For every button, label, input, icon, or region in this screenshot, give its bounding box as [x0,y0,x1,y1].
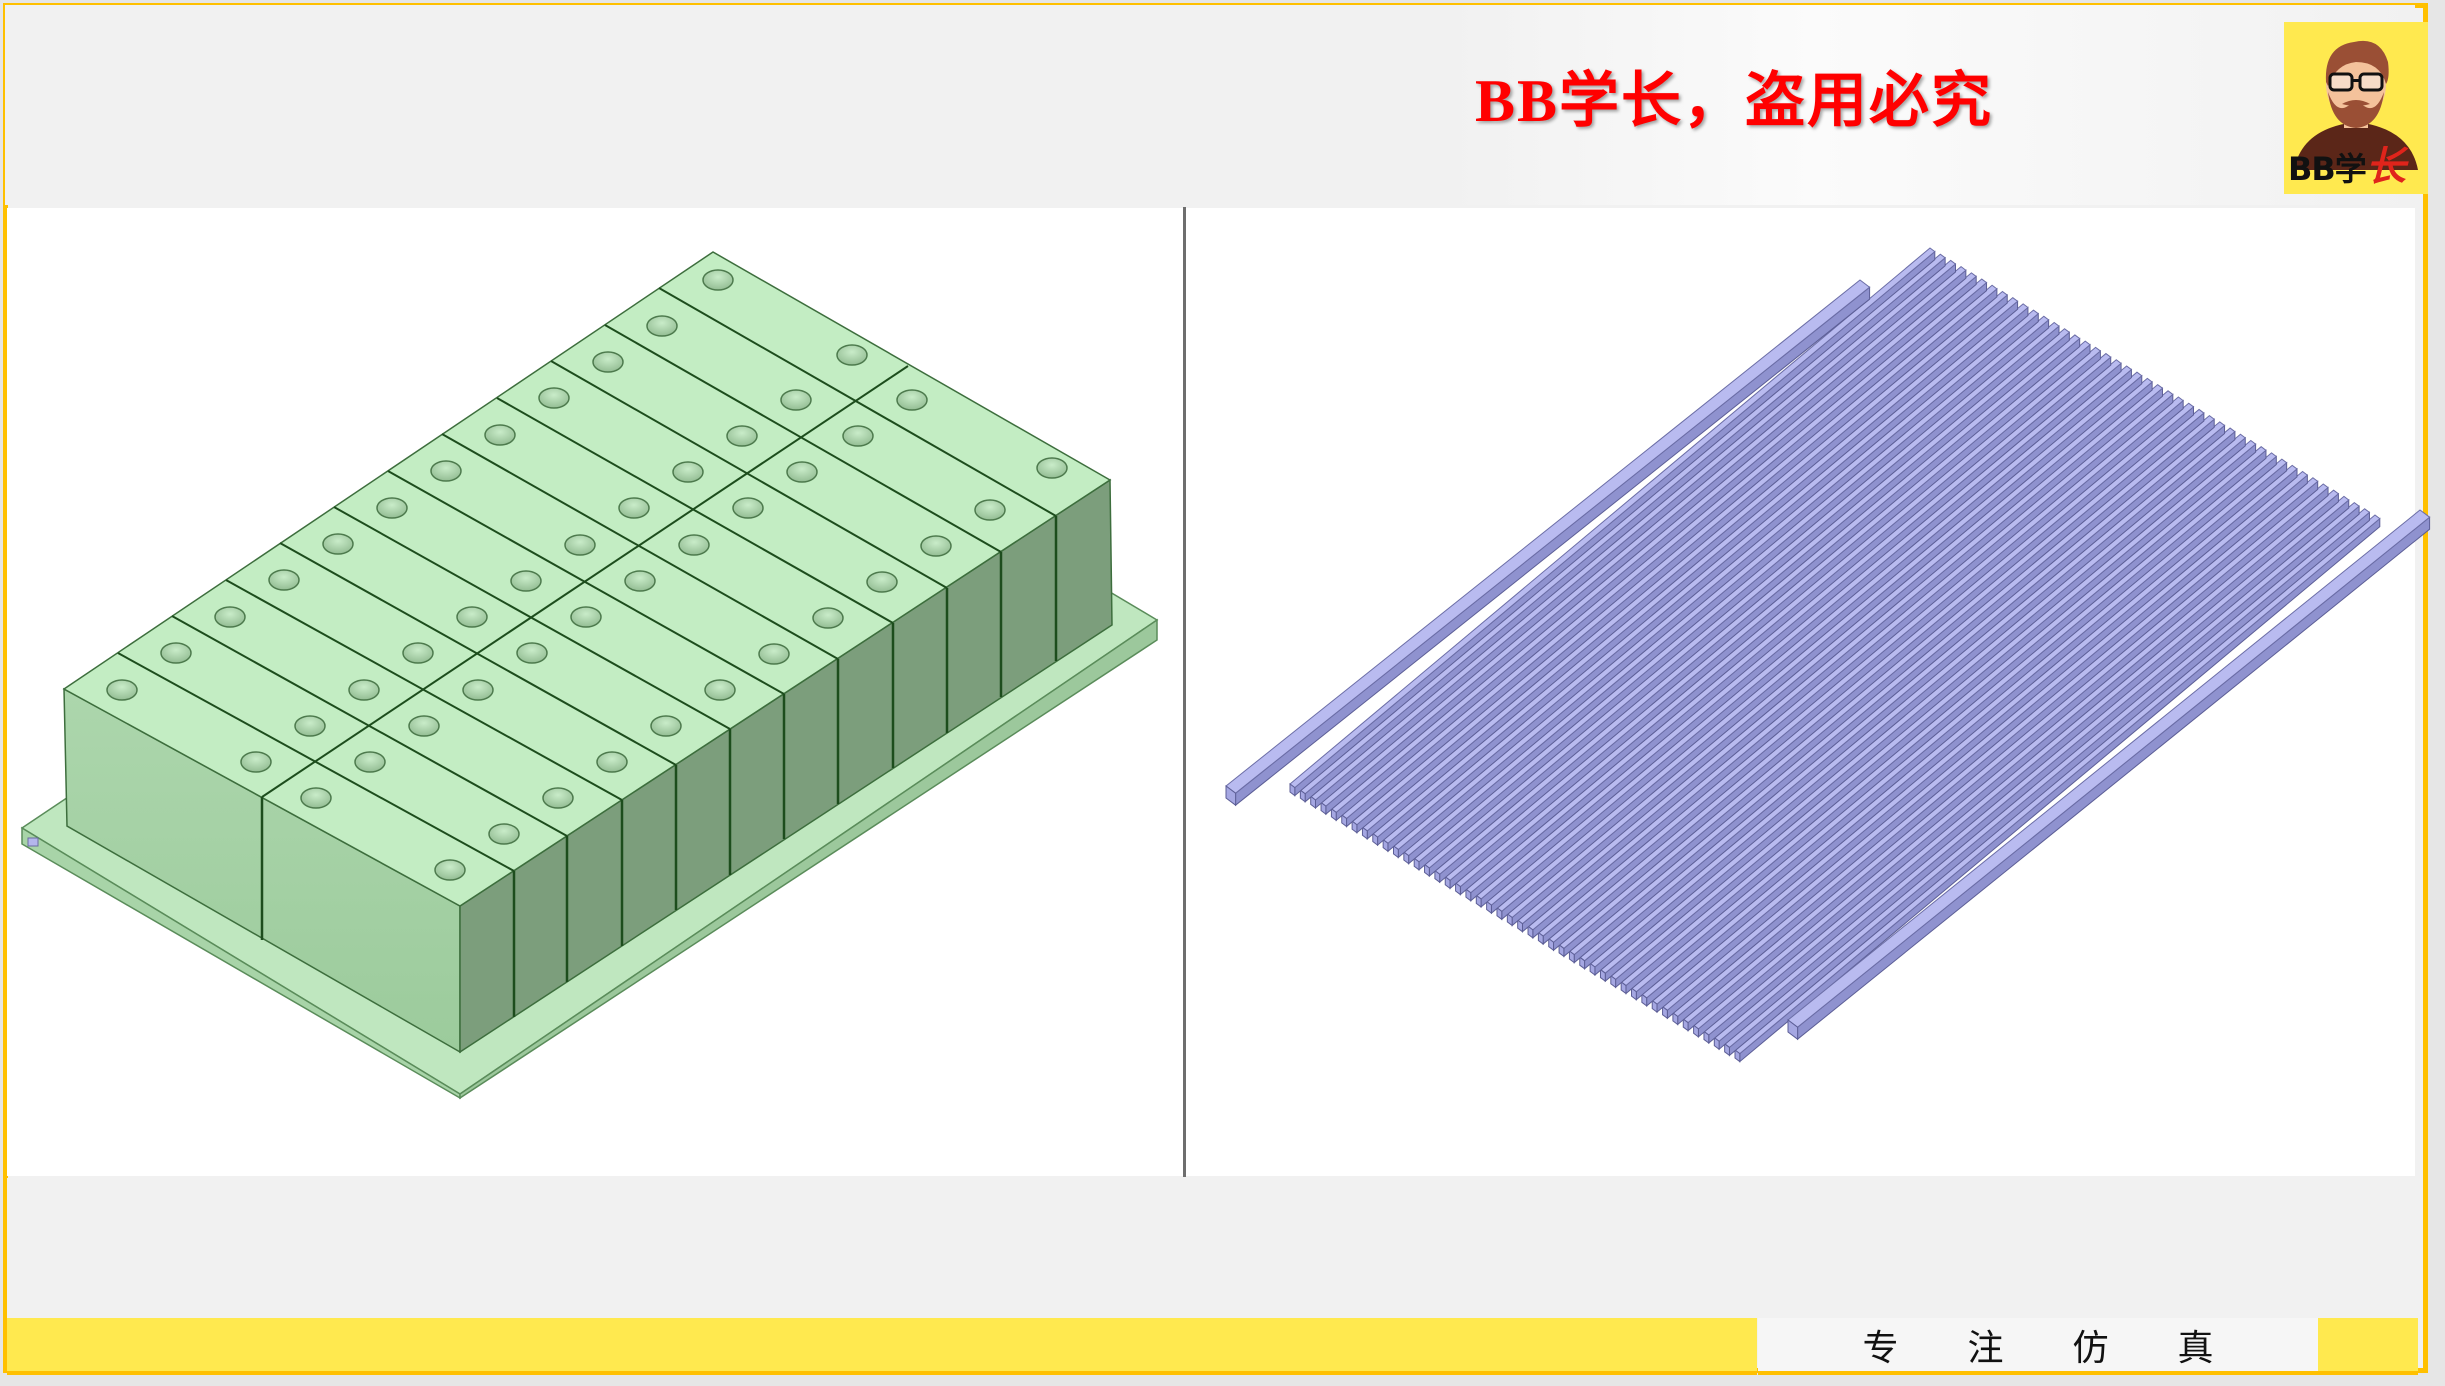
logo: BB学长 [2284,22,2428,194]
terminals [106,269,1068,881]
footer-slogan: 专 注 仿 真 [1758,1318,2318,1375]
avatar-icon [2294,40,2418,170]
page-title: BB学长，盗用必究 [1475,68,1994,134]
slogan-char: 仿 [2072,1327,2109,1369]
logo-text: BB学长 [2288,144,2406,190]
battery-block [62,251,1113,1054]
slogan-char: 注 [1967,1327,2004,1369]
cooling-channels [1225,247,2431,1063]
header-band [5,5,2415,205]
slogan-char: 专 [1862,1327,1899,1369]
footer-band [7,1178,2415,1318]
slogan-char: 真 [2177,1327,2214,1369]
footer-accent-bar-right [2318,1318,2418,1375]
figure-divider [1183,207,1186,1177]
footer-accent-bar-left [7,1318,1757,1375]
